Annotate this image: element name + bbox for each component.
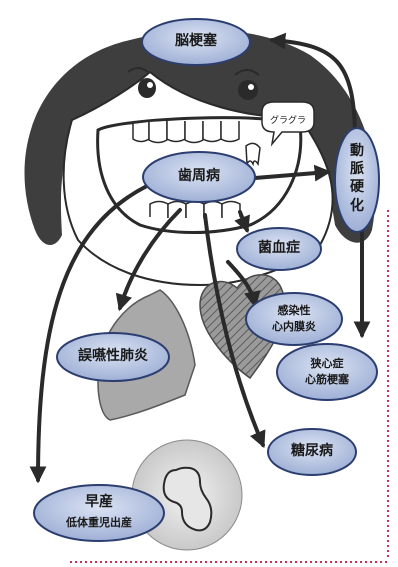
node-arteriosclerosis (334, 127, 380, 233)
node-stroke (141, 18, 251, 66)
node-preterm (33, 484, 165, 542)
label-diabetes: 糖尿病 (291, 443, 333, 459)
arrow-to-stroke (268, 32, 357, 142)
arrow-to-pneumonia (115, 208, 182, 312)
node-angina (276, 343, 378, 401)
label-periodontal: 歯周病 (178, 168, 220, 184)
arrow-to-bacteremia (234, 210, 250, 234)
label-preterm-1: 早産 (85, 494, 113, 510)
label-preterm-2: 低体重児出産 (66, 516, 132, 529)
hair (24, 30, 376, 246)
node-endocarditis (245, 292, 343, 346)
label-angina-1: 狭心症 (310, 357, 344, 370)
label-arteriosclerosis: 動脈硬化 (350, 143, 364, 214)
label-pneumonia: 誤嚥性肺炎 (78, 348, 148, 364)
arrows (29, 32, 371, 484)
loose-tooth-icon (245, 142, 261, 167)
arrow-to-diabetes (203, 213, 266, 449)
arrow-to-preterm (29, 184, 149, 484)
left-eye (127, 67, 156, 98)
ellipses (33, 18, 380, 542)
label-bacteremia: 菌血症 (258, 240, 300, 256)
speech-bubble (261, 101, 315, 147)
node-periodontal (142, 151, 256, 203)
node-diabetes (267, 428, 357, 476)
label-endocarditis-1: 感染性 (277, 304, 311, 317)
lower-teeth (149, 200, 241, 218)
arrow-to-arteriosclerosis (253, 164, 332, 182)
arrow-to-endocarditis (226, 260, 261, 309)
speech-text: グラグラ (270, 114, 306, 126)
fetus-icon (162, 466, 213, 532)
label-angina-2: 心筋梗塞 (305, 373, 349, 386)
label-stroke: 脳梗塞 (175, 33, 217, 49)
upper-teeth (132, 121, 240, 144)
node-pneumonia (56, 332, 170, 382)
right-eye (234, 69, 260, 100)
node-bacteremia (236, 227, 322, 271)
label-endocarditis-2: 心内膜炎 (272, 320, 316, 333)
